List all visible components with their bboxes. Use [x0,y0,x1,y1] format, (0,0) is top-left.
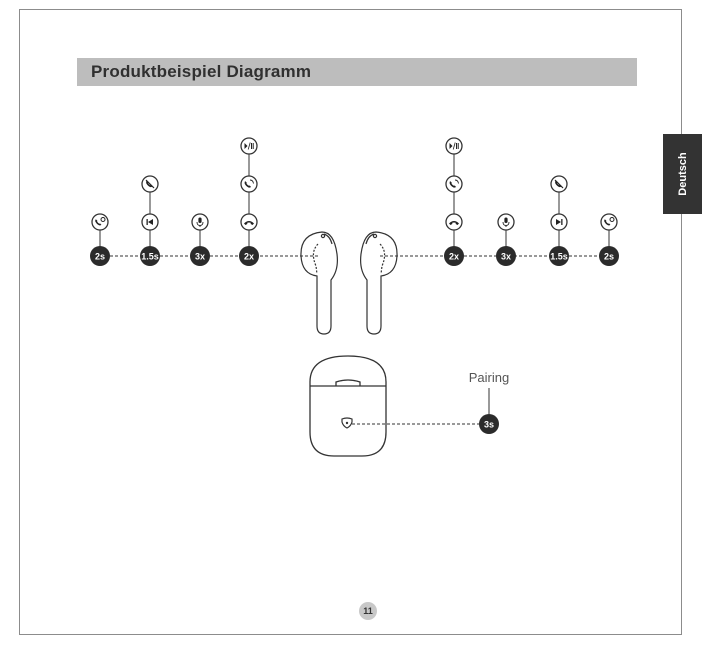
badge-right-3: 1.5s [549,246,569,266]
badge-left-2-label: 1.5s [141,251,159,261]
voice-assistant-icon [191,213,209,231]
badge-right-1: 2x [444,246,464,266]
page-number-badge: 11 [359,602,377,620]
language-tab: Deutsch [663,134,702,214]
play-pause-icon [240,137,258,155]
redial-icon [91,213,109,231]
reject-call-icon [550,175,568,193]
left-earbud [300,231,338,335]
charging-case [309,355,387,457]
reject-call-icon [141,175,159,193]
answer-call-icon [240,175,258,193]
redial-icon [600,213,618,231]
manual-page [19,9,682,635]
badge-right-2-label: 3x [501,251,511,261]
pairing-badge-label: 3s [484,419,494,429]
pairing-label: Pairing [469,370,509,385]
badge-left-2: 1.5s [140,246,160,266]
badge-left-1: 2s [90,246,110,266]
next-track-icon [550,213,568,231]
badge-left-3: 3x [190,246,210,266]
badge-right-3-label: 1.5s [550,251,568,261]
right-stems [453,146,610,248]
hang-up-icon [445,213,463,231]
page-number: 11 [363,606,373,616]
badge-left-1-label: 2s [95,251,105,261]
hang-up-icon [240,213,258,231]
voice-assistant-icon [497,213,515,231]
badge-left-3-label: 3x [195,251,205,261]
badge-left-4-label: 2x [244,251,254,261]
badge-right-1-label: 2x [449,251,459,261]
case-button-icon [341,417,353,429]
previous-track-icon [141,213,159,231]
title-bar: Produktbeispiel Diagramm [77,58,637,86]
pairing-badge: 3s [479,414,499,434]
page-title: Produktbeispiel Diagramm [91,62,312,81]
badge-right-4: 2s [599,246,619,266]
badge-left-4: 2x [239,246,259,266]
badge-right-4-label: 2s [604,251,614,261]
right-earbud [360,231,398,335]
play-pause-icon [445,137,463,155]
answer-call-icon [445,175,463,193]
left-stems [99,146,250,248]
badge-right-2: 3x [496,246,516,266]
